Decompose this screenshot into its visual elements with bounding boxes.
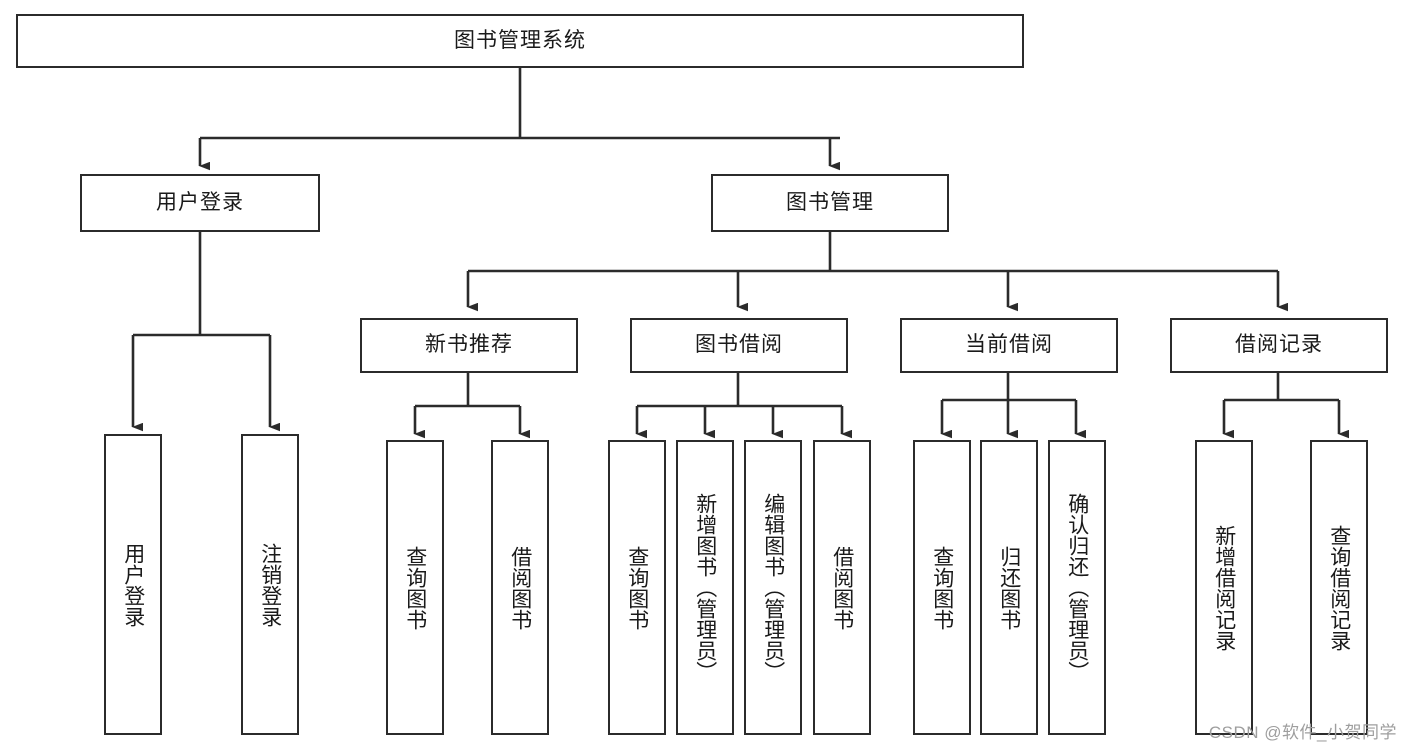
node-leaf-borrow-book-1[interactable]: 借阅图书 bbox=[491, 440, 549, 735]
node-borrow-record-label: 借阅记录 bbox=[1235, 333, 1323, 357]
node-root[interactable]: 图书管理系统 bbox=[16, 14, 1024, 68]
node-book-manage-label: 图书管理 bbox=[786, 190, 874, 214]
node-leaf-edit-book[interactable]: 编辑图书（管理员） bbox=[744, 440, 802, 735]
node-leaf-query-book-2-label: 查询图书 bbox=[625, 545, 649, 630]
node-leaf-edit-book-label: 编辑图书（管理员） bbox=[761, 493, 785, 682]
node-leaf-query-record[interactable]: 查询借阅记录 bbox=[1310, 440, 1368, 735]
node-leaf-query-book-1[interactable]: 查询图书 bbox=[386, 440, 444, 735]
node-leaf-borrow-book-1-label: 借阅图书 bbox=[508, 545, 532, 630]
node-leaf-add-record[interactable]: 新增借阅记录 bbox=[1195, 440, 1253, 735]
node-leaf-confirm-return[interactable]: 确认归还（管理员） bbox=[1048, 440, 1106, 735]
node-leaf-return-book-label: 归还图书 bbox=[997, 545, 1021, 630]
node-leaf-confirm-return-label: 确认归还（管理员） bbox=[1065, 493, 1089, 682]
node-book-borrow[interactable]: 图书借阅 bbox=[630, 318, 848, 373]
node-leaf-query-book-1-label: 查询图书 bbox=[403, 545, 427, 630]
node-root-label: 图书管理系统 bbox=[454, 28, 586, 52]
node-leaf-user-login-label: 用户登录 bbox=[121, 542, 145, 627]
node-new-book-recommend[interactable]: 新书推荐 bbox=[360, 318, 578, 373]
node-current-borrow-label: 当前借阅 bbox=[965, 333, 1053, 357]
node-leaf-return-book[interactable]: 归还图书 bbox=[980, 440, 1038, 735]
node-user-login[interactable]: 用户登录 bbox=[80, 174, 320, 232]
node-new-book-recommend-label: 新书推荐 bbox=[425, 333, 513, 357]
node-leaf-borrow-book-2-label: 借阅图书 bbox=[830, 545, 854, 630]
node-leaf-user-logout[interactable]: 注销登录 bbox=[241, 434, 299, 735]
node-book-manage[interactable]: 图书管理 bbox=[711, 174, 949, 232]
node-leaf-query-book-2[interactable]: 查询图书 bbox=[608, 440, 666, 735]
node-leaf-add-book-label: 新增图书（管理员） bbox=[693, 493, 717, 682]
node-leaf-add-book[interactable]: 新增图书（管理员） bbox=[676, 440, 734, 735]
node-leaf-user-logout-label: 注销登录 bbox=[258, 542, 282, 627]
node-leaf-user-login[interactable]: 用户登录 bbox=[104, 434, 162, 735]
node-leaf-borrow-book-2[interactable]: 借阅图书 bbox=[813, 440, 871, 735]
node-current-borrow[interactable]: 当前借阅 bbox=[900, 318, 1118, 373]
node-leaf-query-record-label: 查询借阅记录 bbox=[1327, 524, 1351, 651]
node-leaf-query-book-3[interactable]: 查询图书 bbox=[913, 440, 971, 735]
node-book-borrow-label: 图书借阅 bbox=[695, 333, 783, 357]
node-leaf-add-record-label: 新增借阅记录 bbox=[1212, 524, 1236, 651]
node-borrow-record[interactable]: 借阅记录 bbox=[1170, 318, 1388, 373]
node-user-login-label: 用户登录 bbox=[156, 190, 244, 214]
node-leaf-query-book-3-label: 查询图书 bbox=[930, 545, 954, 630]
